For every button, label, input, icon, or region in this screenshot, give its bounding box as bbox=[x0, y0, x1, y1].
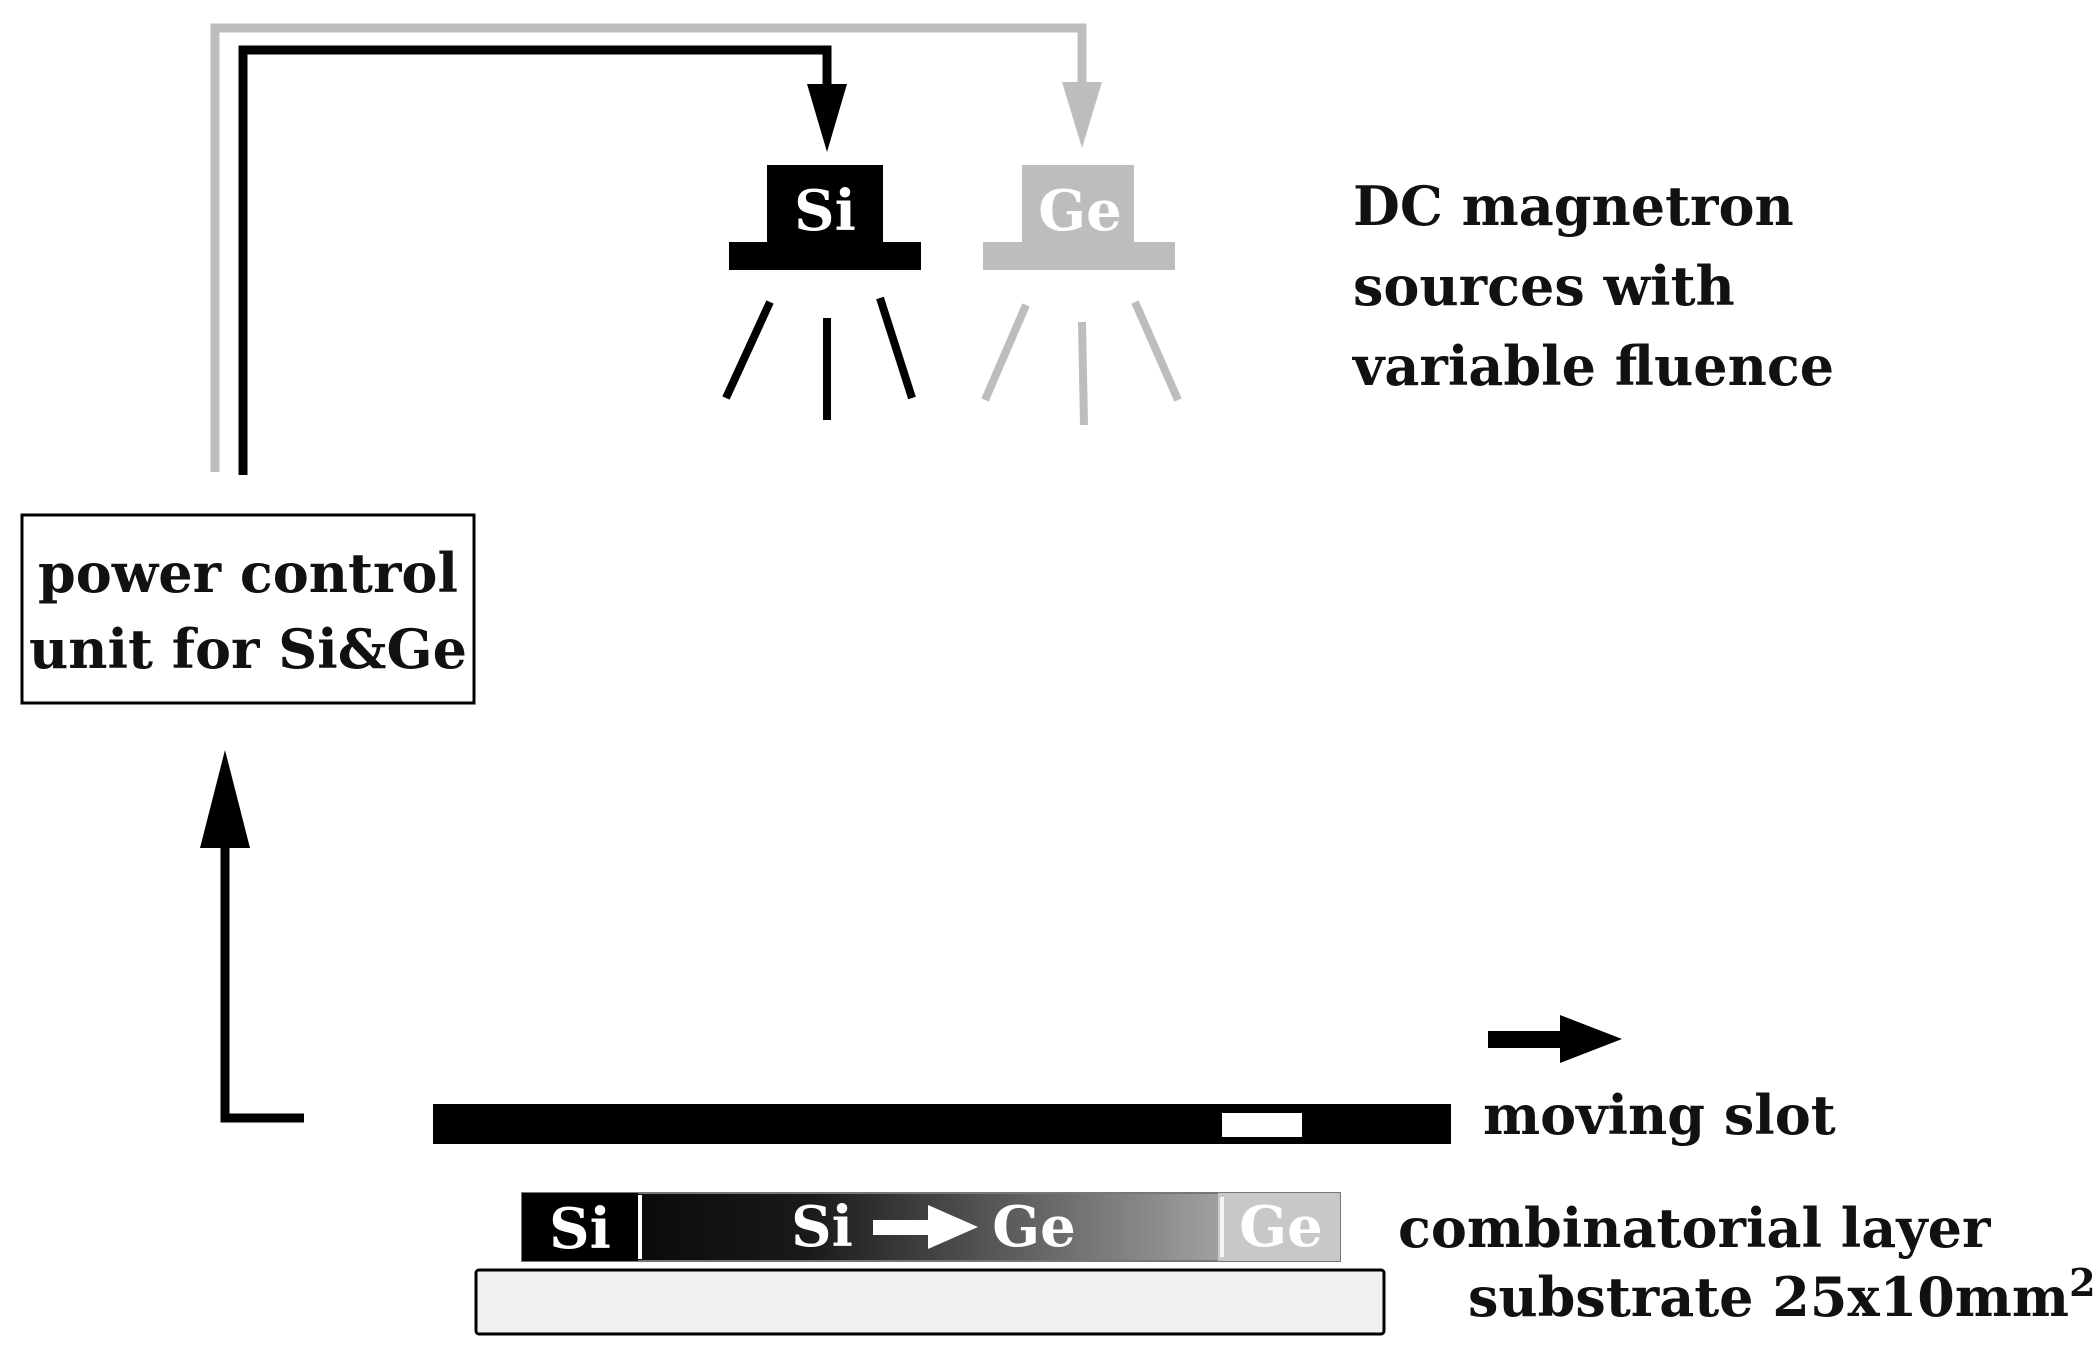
layer-ge-end bbox=[1218, 1193, 1340, 1261]
si-flux-ray-right bbox=[876, 296, 916, 400]
layer-gradient-from: Si bbox=[791, 1194, 853, 1260]
power-control-unit: power control unit for Si&Ge bbox=[20, 513, 476, 705]
ge-flux-ray-left bbox=[981, 303, 1030, 402]
layer-gradient-to: Ge bbox=[992, 1194, 1075, 1260]
power-control-line-2: unit for Si&Ge bbox=[29, 617, 467, 681]
layer-ge-label: Ge bbox=[1239, 1194, 1322, 1260]
slot-direction-arrow bbox=[1488, 1015, 1622, 1063]
substrate-caption-superscript: 2 bbox=[2069, 1260, 2095, 1305]
power-control-line-1: power control bbox=[38, 541, 458, 605]
si-target-base bbox=[729, 242, 921, 270]
substrate-block bbox=[474, 1268, 1386, 1336]
substrate-caption-main: substrate 25x10mm bbox=[1468, 1265, 2069, 1329]
ge-target-label: Ge bbox=[1038, 178, 1121, 244]
ge-flux-ray-center bbox=[1078, 321, 1088, 426]
combinatorial-layer: Si Si Ge Ge bbox=[521, 1192, 1341, 1262]
si-target-label: Si bbox=[794, 178, 856, 244]
sources-caption-line-1: DC magnetron bbox=[1353, 174, 1794, 238]
layer-si-end bbox=[522, 1193, 638, 1261]
si-feed-line bbox=[238, 45, 832, 475]
substrate-caption: substrate 25x10mm2 bbox=[1468, 1260, 2096, 1329]
ge-feed-arrowhead bbox=[1062, 82, 1102, 148]
sources-caption-line-3: variable fluence bbox=[1352, 334, 1834, 398]
layer-si-label: Si bbox=[549, 1196, 611, 1262]
ge-flux-ray-right bbox=[1131, 300, 1182, 402]
moving-slot bbox=[433, 1104, 1451, 1144]
slot-direction-arrowhead bbox=[1560, 1015, 1622, 1063]
moving-slot-label: moving slot bbox=[1483, 1083, 1836, 1147]
moving-slot-opening bbox=[1222, 1113, 1302, 1137]
ge-target-block bbox=[1022, 165, 1134, 243]
si-target-block bbox=[767, 165, 883, 243]
gradient-arrow-shaft bbox=[873, 1220, 931, 1235]
si-magnetron-source: Si bbox=[722, 165, 921, 420]
ge-feed-line bbox=[210, 23, 1087, 472]
ge-target-base bbox=[983, 242, 1175, 270]
feedback-line bbox=[220, 840, 304, 1123]
feedback-arrowhead bbox=[200, 750, 250, 848]
ge-magnetron-source: Ge bbox=[981, 165, 1182, 426]
slot-direction-arrow-shaft bbox=[1488, 1031, 1563, 1048]
layer-caption: combinatorial layer bbox=[1398, 1196, 1991, 1260]
si-feed-arrowhead bbox=[807, 84, 847, 152]
si-flux-ray-left bbox=[722, 300, 774, 400]
gradient-arrow-head bbox=[928, 1205, 978, 1249]
power-control-box bbox=[20, 513, 476, 705]
sources-caption-line-2: sources with bbox=[1353, 254, 1735, 318]
